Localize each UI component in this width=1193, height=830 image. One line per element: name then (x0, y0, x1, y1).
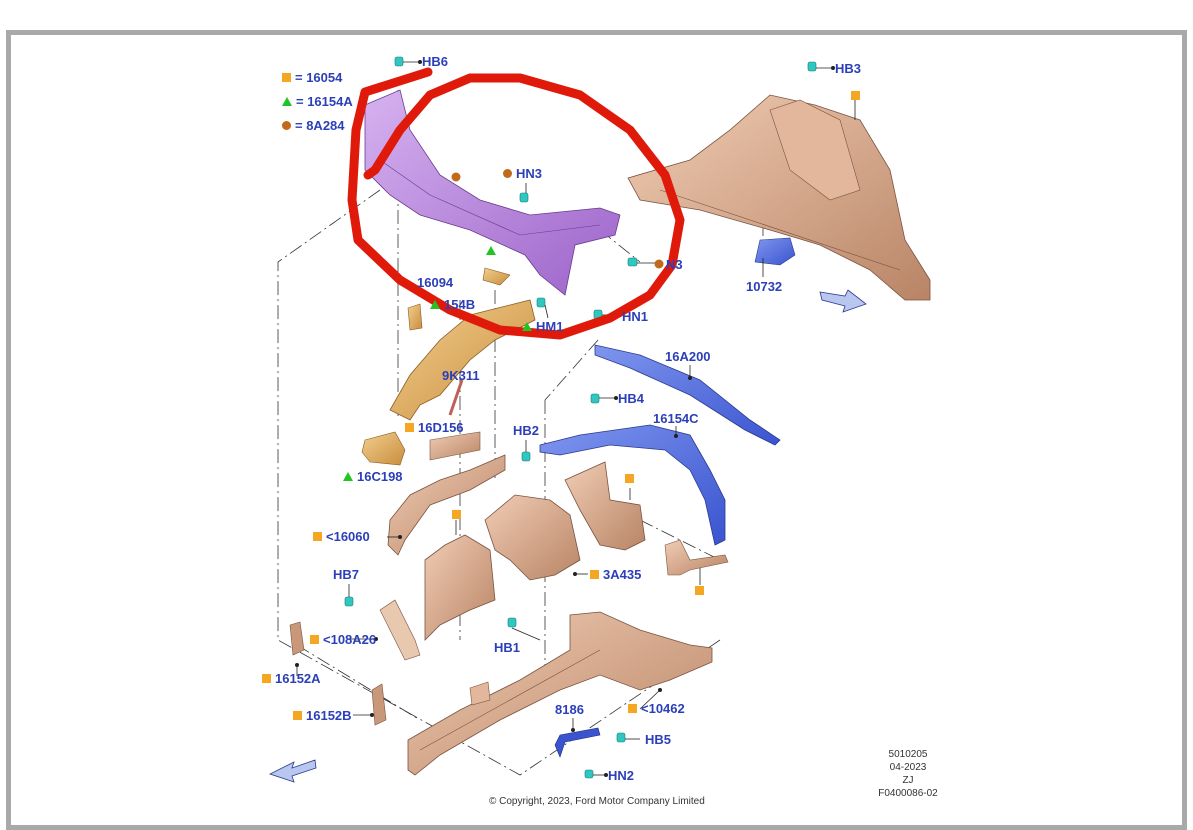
label-hm1: HM1 (522, 320, 563, 334)
leader-dots (295, 60, 835, 777)
arrow-front (268, 759, 317, 783)
red-circle-annotation (347, 67, 685, 340)
label-hb6: HB6 (422, 54, 449, 69)
label-hb3: HB3 (835, 61, 862, 76)
label-16152b: 16152B (293, 709, 352, 723)
legend-triangle: = 16154A (282, 94, 353, 109)
circle-icon (503, 169, 512, 178)
copyright-text: © Copyright, 2023, Ford Motor Company Li… (489, 796, 705, 807)
label-16094: 16094 (417, 275, 454, 290)
label-9k311: 9K311 (442, 368, 480, 383)
square-icon (293, 711, 302, 720)
label-hn2: HN2 (608, 768, 635, 783)
square-icon (628, 704, 637, 713)
fasteners (344, 56, 817, 779)
label-16c198: 16C198 (343, 470, 403, 484)
legend-square: = 16054 (282, 70, 342, 85)
direction-arrows (268, 289, 867, 783)
triangle-icon (522, 322, 532, 331)
label-10462: <10462 (628, 702, 685, 716)
label-154b: 154B (430, 298, 475, 312)
triangle-icon (282, 97, 292, 106)
triangle-icon (430, 300, 440, 309)
label-hb2: HB2 (513, 423, 540, 438)
label-hb1: HB1 (494, 640, 521, 655)
label-hn3-top: HN3 (503, 167, 542, 181)
square-icon (313, 532, 322, 541)
square-icon (405, 423, 414, 432)
label-16d156: 16D156 (405, 421, 464, 435)
front-frame-rail (289, 611, 713, 776)
label-8186: 8186 (555, 702, 584, 717)
label-hb5: HB5 (645, 732, 672, 747)
diagram-frame (6, 30, 1187, 830)
meta-model: ZJ (902, 775, 914, 786)
blue-parts (539, 344, 781, 758)
part-10732-shape (754, 237, 796, 266)
meta-date: 04-2023 (889, 762, 927, 773)
square-icon (310, 635, 319, 644)
square-icon (590, 570, 599, 579)
label-3a435: 3A435 (590, 568, 641, 582)
rear-frame-assembly (627, 94, 931, 301)
arrow-rear (819, 289, 867, 313)
square-icon (282, 73, 291, 82)
label-16060: <16060 (313, 530, 370, 544)
label-108a26: <108A26 (310, 633, 376, 647)
label-hn1: HN1 (622, 309, 649, 324)
label-16154c: 16154C (653, 411, 699, 426)
label-16a200: 16A200 (665, 349, 711, 364)
meta-figure: F0400086-02 (878, 788, 938, 799)
legend-circle: = 8A284 (282, 118, 345, 133)
bronze-middle-parts (379, 431, 729, 661)
leader-lines (296, 61, 856, 776)
circle-icon (282, 121, 291, 130)
figure-metadata: 5010205 04-2023 ZJ F0400086-02 (868, 748, 948, 800)
label-hb7: HB7 (333, 567, 360, 582)
label-hn3-right: N3 (666, 257, 683, 272)
purple-crossmember (364, 89, 621, 296)
square-icon (262, 674, 271, 683)
part-markers (451, 91, 860, 595)
label-16152a: 16152A (262, 672, 321, 686)
triangle-icon (343, 472, 353, 481)
label-hb4: HB4 (618, 391, 645, 406)
meta-code: 5010205 (888, 749, 928, 760)
label-10732: 10732 (746, 279, 783, 294)
